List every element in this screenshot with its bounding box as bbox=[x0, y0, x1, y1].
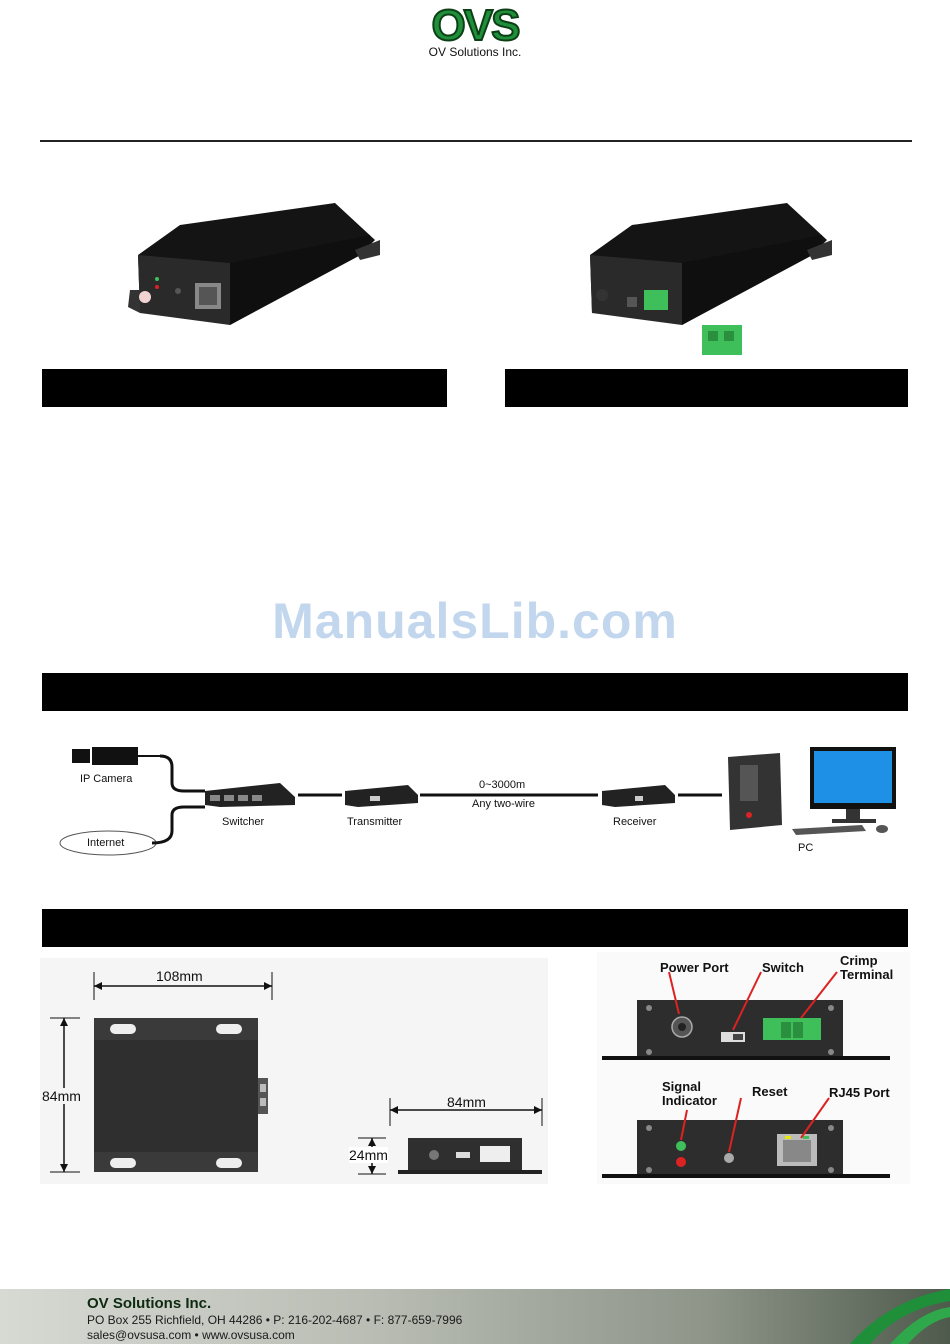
front-width-label: 84mm bbox=[447, 1094, 486, 1110]
panel-diagrams bbox=[602, 971, 890, 1178]
transmitter-photo bbox=[590, 203, 832, 355]
front-height-label: 24mm bbox=[349, 1147, 388, 1163]
receiver-icon bbox=[602, 785, 675, 807]
wire-label: Any two-wire bbox=[472, 798, 535, 810]
ip-camera-icon bbox=[72, 747, 160, 765]
receiver-photo bbox=[128, 203, 380, 325]
ip-camera-label: IP Camera bbox=[80, 773, 133, 785]
footer-company: OV Solutions Inc. bbox=[87, 1295, 212, 1312]
footer-contact: sales@ovsusa.com • www.ovsusa.com bbox=[87, 1328, 295, 1342]
header-rule bbox=[40, 140, 912, 142]
footer bbox=[0, 1289, 950, 1344]
power-port-label: Power Port bbox=[660, 960, 729, 975]
company-logo: OVS OV Solutions Inc. bbox=[420, 1, 530, 62]
transmitter-icon bbox=[345, 785, 418, 807]
top-width-label: 108mm bbox=[156, 968, 203, 984]
signal-indicator-label: Signal Indicator bbox=[662, 1079, 717, 1108]
reset-label: Reset bbox=[752, 1084, 788, 1099]
crimp-terminal-label: Crimp Terminal bbox=[840, 953, 894, 982]
logo-mark: OVS bbox=[431, 1, 522, 51]
switcher-icon bbox=[205, 783, 295, 807]
transmitter-title-bar bbox=[505, 369, 908, 407]
transmitter-label: Transmitter bbox=[347, 816, 403, 828]
dimension-drawings bbox=[50, 972, 543, 1175]
connection-diagram-bar bbox=[42, 673, 908, 711]
footer-swoosh bbox=[850, 1289, 950, 1344]
receiver-title-bar bbox=[42, 369, 447, 407]
switch-label: Switch bbox=[762, 960, 804, 975]
top-height-label: 84mm bbox=[42, 1088, 81, 1104]
rj45-port-label: RJ45 Port bbox=[829, 1085, 890, 1100]
logo-company-name: OV Solutions Inc. bbox=[428, 45, 522, 59]
dimensions-bar bbox=[42, 909, 908, 947]
distance-label: 0~3000m bbox=[479, 779, 526, 791]
switcher-label: Switcher bbox=[222, 816, 265, 828]
pc-icon bbox=[728, 747, 896, 835]
watermark: ManualsLib.com bbox=[272, 593, 678, 649]
internet-label: Internet bbox=[87, 837, 125, 849]
footer-address: PO Box 255 Richfield, OH 44286 • P: 216-… bbox=[87, 1313, 463, 1327]
receiver-label: Receiver bbox=[613, 816, 657, 828]
connection-diagram bbox=[59, 747, 896, 856]
pc-label: PC bbox=[798, 842, 814, 854]
